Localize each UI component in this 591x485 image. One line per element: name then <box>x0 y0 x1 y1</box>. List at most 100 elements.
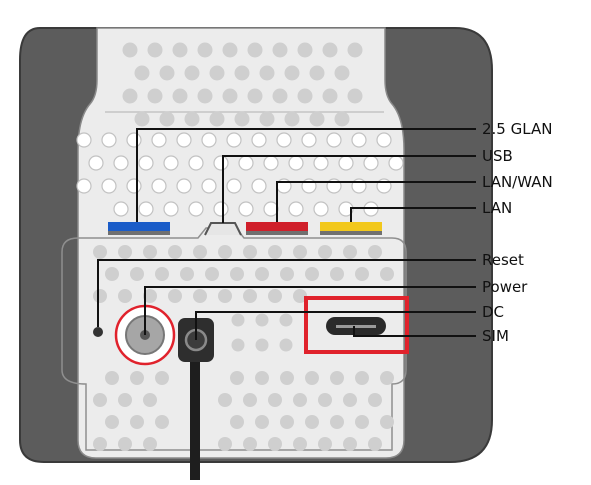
vent-hole <box>380 267 394 281</box>
vent-hole <box>272 88 288 104</box>
vent-hole <box>159 65 175 81</box>
vent-hole <box>134 65 150 81</box>
vent-hole <box>226 178 242 194</box>
vent-hole <box>105 267 119 281</box>
vent-hole <box>105 415 119 429</box>
vent-hole <box>363 155 379 171</box>
vent-hole <box>268 393 282 407</box>
vent-hole <box>368 393 382 407</box>
vent-hole <box>251 132 267 148</box>
vent-hole <box>293 289 307 303</box>
vent-hole <box>255 338 269 352</box>
vent-hole <box>234 65 250 81</box>
leader-dc <box>195 311 476 340</box>
vent-hole <box>247 88 263 104</box>
vent-hole <box>288 155 304 171</box>
label-lan: LAN <box>482 199 513 217</box>
vent-hole <box>122 88 138 104</box>
vent-hole <box>163 201 179 217</box>
vent-hole <box>168 245 182 259</box>
vent-hole <box>368 245 382 259</box>
vent-hole <box>222 88 238 104</box>
vent-hole <box>263 155 279 171</box>
vent-hole <box>322 88 338 104</box>
label-reset: Reset <box>482 251 524 269</box>
port-2-5-glan <box>108 222 170 231</box>
label-sim: SIM <box>482 327 509 345</box>
vent-hole <box>279 313 293 327</box>
vent-hole <box>230 415 244 429</box>
vent-hole <box>155 415 169 429</box>
vent-hole <box>334 65 350 81</box>
vent-hole <box>201 132 217 148</box>
vent-hole <box>243 437 257 451</box>
vent-hole <box>209 111 225 127</box>
vent-hole <box>247 42 263 58</box>
label-2-5-glan: 2.5 GLAN <box>482 120 553 138</box>
vent-hole <box>293 437 307 451</box>
vent-hole <box>93 289 107 303</box>
vent-hole <box>101 132 117 148</box>
vent-hole <box>93 437 107 451</box>
leader-lines <box>97 128 476 340</box>
vent-hole <box>147 42 163 58</box>
vent-hole <box>255 415 269 429</box>
vent-hole <box>343 393 357 407</box>
vent-hole <box>197 88 213 104</box>
vent-hole <box>209 65 225 81</box>
vent-hole <box>272 42 288 58</box>
vent-hole <box>130 267 144 281</box>
vent-hole <box>118 289 132 303</box>
vent-hole <box>297 42 313 58</box>
leader-reset <box>97 259 476 327</box>
vent-hole <box>313 201 329 217</box>
vent-hole <box>176 178 192 194</box>
vent-hole <box>218 245 232 259</box>
vent-hole <box>231 313 245 327</box>
vent-hole <box>188 201 204 217</box>
vent-hole <box>351 132 367 148</box>
vent-hole <box>193 245 207 259</box>
vent-hole <box>368 437 382 451</box>
vent-hole <box>338 155 354 171</box>
vent-hole <box>318 393 332 407</box>
vent-hole <box>251 178 267 194</box>
vent-hole <box>380 415 394 429</box>
vent-hole <box>280 371 294 385</box>
vent-hole <box>147 88 163 104</box>
vent-hole <box>184 111 200 127</box>
port-shadow-lan-wan <box>246 230 308 235</box>
port-shadow-glan <box>108 230 170 235</box>
vent-hole <box>280 267 294 281</box>
vent-hole <box>284 65 300 81</box>
vent-hole <box>355 267 369 281</box>
vent-hole <box>118 245 132 259</box>
vent-hole <box>255 267 269 281</box>
lower-module <box>61 227 407 451</box>
leader-usb <box>222 155 476 223</box>
vent-hole <box>238 155 254 171</box>
label-lan-wan: LAN/WAN <box>482 173 553 191</box>
sim-highlight-box <box>304 296 409 354</box>
vent-hole <box>226 132 242 148</box>
vent-hole <box>276 132 292 148</box>
vent-hole <box>305 267 319 281</box>
vent-hole <box>305 371 319 385</box>
vent-hole <box>126 178 142 194</box>
vent-hole <box>293 245 307 259</box>
vent-hole <box>101 178 117 194</box>
vent-hole <box>243 245 257 259</box>
vent-hole <box>326 132 342 148</box>
vent-hole <box>163 155 179 171</box>
vent-hole <box>280 415 294 429</box>
port-shadow-lan <box>320 230 382 235</box>
vent-hole <box>343 245 357 259</box>
vent-hole <box>76 178 92 194</box>
dc-cable <box>190 362 200 480</box>
port-lan-wan <box>246 222 308 231</box>
sim-slot-inner <box>336 325 376 328</box>
vent-hole <box>259 111 275 127</box>
vent-hole <box>330 415 344 429</box>
vent-hole <box>330 371 344 385</box>
